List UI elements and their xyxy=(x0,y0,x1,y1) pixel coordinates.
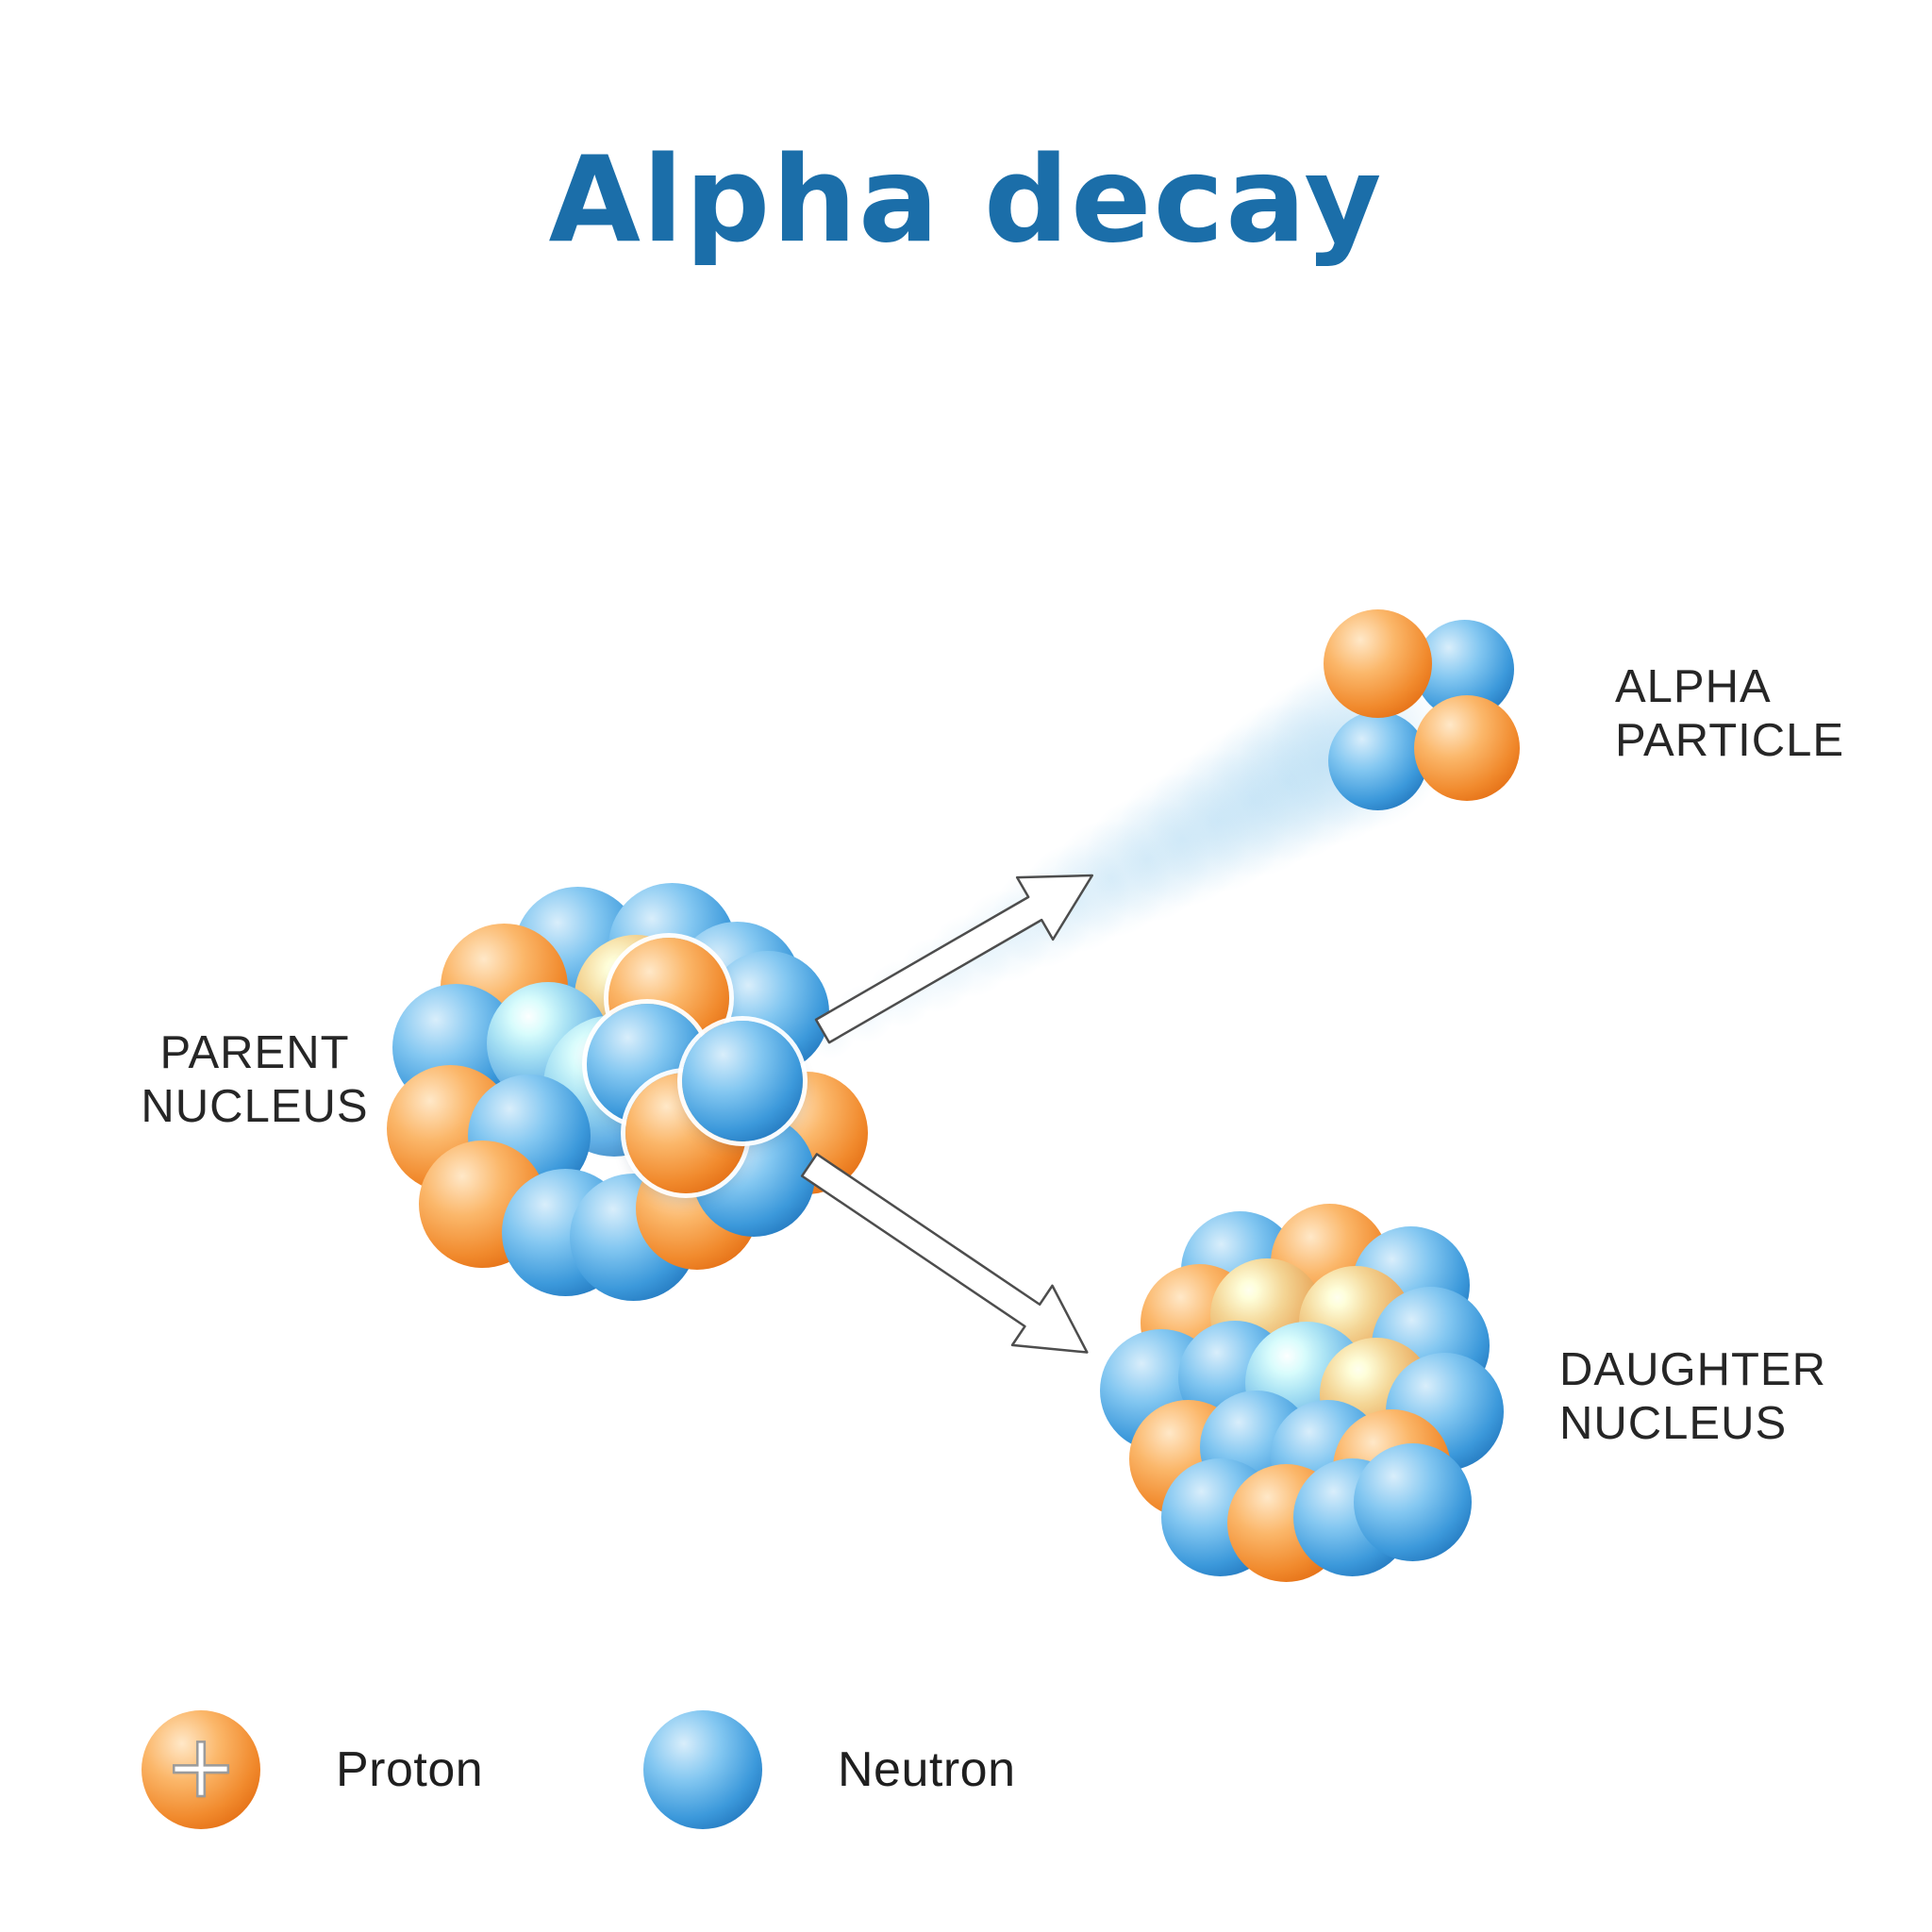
arrow-to-daughter-nucleus xyxy=(800,1153,1089,1354)
proton-sphere xyxy=(1414,695,1520,801)
arrow-shape xyxy=(800,1153,1089,1354)
label-daughter-nucleus: DAUGHTER NUCLEUS xyxy=(1559,1343,1826,1451)
legend-item-neutron: Neutron xyxy=(643,1710,1016,1829)
label-line: ALPHA xyxy=(1615,661,1772,712)
arrow-to-alpha-particle xyxy=(814,874,1094,1044)
neutron-sphere xyxy=(1353,1442,1472,1561)
proton-sphere xyxy=(1323,608,1432,718)
label-line: PARTICLE xyxy=(1615,715,1845,766)
neutron-sphere xyxy=(643,1710,762,1829)
plus-icon: + xyxy=(163,1714,239,1818)
neutron-sphere xyxy=(1327,710,1427,810)
proton-sphere: + xyxy=(142,1710,260,1829)
label-parent-nucleus: PARENT NUCLEUS xyxy=(75,1026,434,1134)
legend-item-proton: + Proton xyxy=(142,1710,483,1829)
neutron-sphere xyxy=(682,1021,803,1141)
label-alpha-particle: ALPHA PARTICLE xyxy=(1615,660,1844,768)
legend-label-neutron: Neutron xyxy=(838,1742,1016,1797)
legend-label-proton: Proton xyxy=(336,1742,484,1797)
label-line: PARENT xyxy=(159,1027,350,1078)
diagram-title: Alpha decay xyxy=(548,130,1384,269)
label-line: NUCLEUS xyxy=(1559,1398,1788,1449)
label-line: DAUGHTER xyxy=(1559,1344,1826,1395)
label-line: NUCLEUS xyxy=(141,1081,369,1132)
arrow-shape xyxy=(814,874,1094,1044)
